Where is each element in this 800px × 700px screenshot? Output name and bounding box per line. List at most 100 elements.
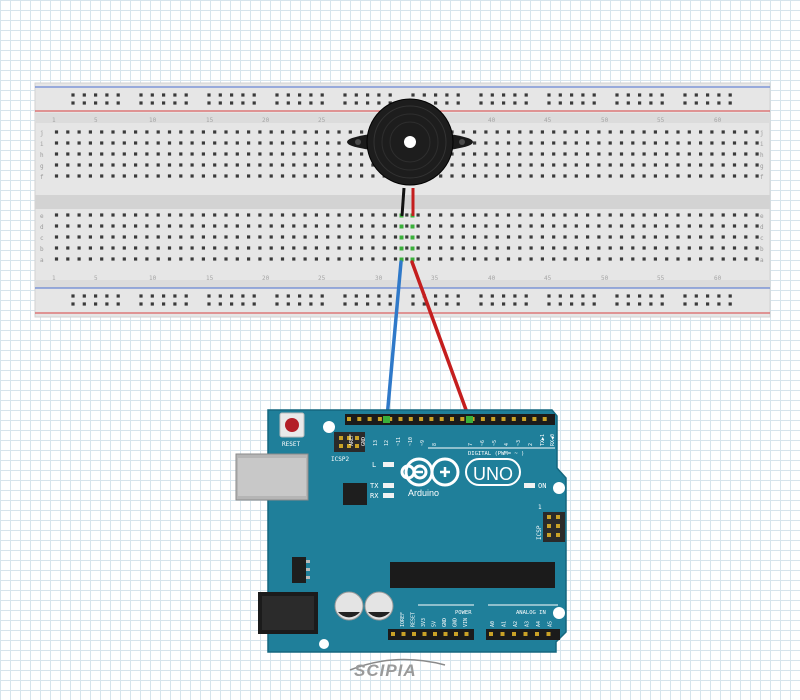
breadboard-hole[interactable] <box>360 163 364 167</box>
rail-hole[interactable] <box>502 93 506 97</box>
breadboard-hole[interactable] <box>699 246 703 250</box>
breadboard-hole[interactable] <box>710 213 714 217</box>
rail-hole[interactable] <box>94 93 98 97</box>
breadboard-hole[interactable] <box>755 141 759 145</box>
breadboard-hole[interactable] <box>484 163 488 167</box>
breadboard-hole[interactable] <box>360 257 364 261</box>
rail-hole[interactable] <box>173 93 177 97</box>
rail-hole[interactable] <box>490 294 494 298</box>
breadboard-hole[interactable] <box>619 235 624 239</box>
breadboard-hole[interactable] <box>122 130 126 134</box>
breadboard-hole[interactable] <box>552 235 556 239</box>
rail-hole[interactable] <box>150 302 154 306</box>
breadboard-hole[interactable] <box>314 246 318 250</box>
breadboard-hole[interactable] <box>292 213 296 217</box>
rail-hole[interactable] <box>207 101 211 105</box>
breadboard-hole[interactable] <box>179 257 183 261</box>
rail-hole[interactable] <box>252 93 256 97</box>
breadboard-hole[interactable] <box>755 257 759 261</box>
breadboard-hole[interactable] <box>574 213 578 217</box>
rail-hole[interactable] <box>570 302 574 306</box>
breadboard-hole[interactable] <box>100 174 104 178</box>
breadboard-hole[interactable] <box>732 152 737 156</box>
breadboard-hole[interactable] <box>292 224 296 228</box>
rail-hole[interactable] <box>218 101 222 105</box>
breadboard-hole[interactable] <box>326 130 330 134</box>
breadboard-hole[interactable] <box>303 246 307 250</box>
breadboard-hole[interactable] <box>687 130 691 134</box>
header-pin[interactable] <box>522 417 527 421</box>
rail-hole[interactable] <box>434 302 438 306</box>
breadboard-hole[interactable] <box>619 224 624 228</box>
breadboard-hole[interactable] <box>190 130 194 134</box>
rail-hole[interactable] <box>524 302 528 306</box>
breadboard-hole[interactable] <box>54 224 59 228</box>
rail-hole[interactable] <box>218 302 222 306</box>
breadboard-hole[interactable] <box>721 141 725 145</box>
breadboard-hole[interactable] <box>360 130 364 134</box>
breadboard-hole[interactable] <box>563 235 567 239</box>
breadboard-hole[interactable] <box>100 163 104 167</box>
rail-hole[interactable] <box>456 294 460 298</box>
rail-hole[interactable] <box>252 294 256 298</box>
rail-hole[interactable] <box>218 93 222 97</box>
breadboard-hole[interactable] <box>292 235 296 239</box>
header-pin[interactable] <box>535 632 539 636</box>
breadboard-hole[interactable] <box>540 235 544 239</box>
breadboard-hole[interactable] <box>77 163 81 167</box>
breadboard-hole[interactable] <box>608 152 612 156</box>
header-pin[interactable] <box>546 632 551 636</box>
breadboard-hole[interactable] <box>755 163 759 167</box>
breadboard-hole[interactable] <box>314 257 318 261</box>
rail-hole[interactable] <box>139 93 143 97</box>
breadboard-hole[interactable] <box>506 224 511 228</box>
breadboard-hole[interactable] <box>134 224 138 228</box>
breadboard-hole[interactable] <box>326 174 330 178</box>
breadboard-hole[interactable] <box>314 163 318 167</box>
breadboard-hole[interactable] <box>721 246 725 250</box>
breadboard-hole[interactable] <box>88 235 92 239</box>
breadboard-hole[interactable] <box>586 141 590 145</box>
rail-hole[interactable] <box>626 93 630 97</box>
rail-hole[interactable] <box>230 93 234 97</box>
breadboard-hole[interactable] <box>269 213 273 217</box>
rail-hole[interactable] <box>150 101 154 105</box>
breadboard-hole[interactable] <box>292 174 296 178</box>
rail-hole[interactable] <box>547 302 551 306</box>
rail-hole[interactable] <box>728 294 732 298</box>
breadboard-hole[interactable] <box>721 257 725 261</box>
rail-hole[interactable] <box>706 302 710 306</box>
breadboard-hole[interactable] <box>88 130 92 134</box>
rail-hole[interactable] <box>275 101 279 105</box>
rail-hole[interactable] <box>150 294 154 298</box>
breadboard-hole[interactable] <box>190 163 194 167</box>
breadboard-hole[interactable] <box>710 174 714 178</box>
breadboard-hole[interactable] <box>179 152 183 156</box>
breadboard-hole[interactable] <box>518 213 522 217</box>
breadboard-hole[interactable] <box>461 163 465 167</box>
rail-hole[interactable] <box>638 302 642 306</box>
rail-hole[interactable] <box>434 93 438 97</box>
rail-hole[interactable] <box>445 294 449 298</box>
breadboard-hole[interactable] <box>665 213 669 217</box>
breadboard-hole[interactable] <box>484 174 488 178</box>
breadboard-hole[interactable] <box>145 141 149 145</box>
breadboard-hole[interactable] <box>473 141 477 145</box>
breadboard-hole[interactable] <box>235 235 239 239</box>
breadboard-hole[interactable] <box>258 224 262 228</box>
breadboard-hole[interactable] <box>247 235 251 239</box>
breadboard-hole[interactable] <box>111 163 115 167</box>
breadboard-hole[interactable] <box>473 224 477 228</box>
breadboard-hole[interactable] <box>710 235 714 239</box>
rail-hole[interactable] <box>728 302 732 306</box>
rail-hole[interactable] <box>320 302 324 306</box>
breadboard-hole[interactable] <box>213 246 217 250</box>
breadboard-hole[interactable] <box>111 246 115 250</box>
breadboard-hole[interactable] <box>631 246 635 250</box>
breadboard-hole[interactable] <box>574 141 578 145</box>
breadboard-hole[interactable] <box>156 174 160 178</box>
breadboard-hole[interactable] <box>586 213 590 217</box>
breadboard-hole[interactable] <box>360 235 364 239</box>
breadboard-hole[interactable] <box>213 174 217 178</box>
breadboard-hole[interactable] <box>235 224 239 228</box>
